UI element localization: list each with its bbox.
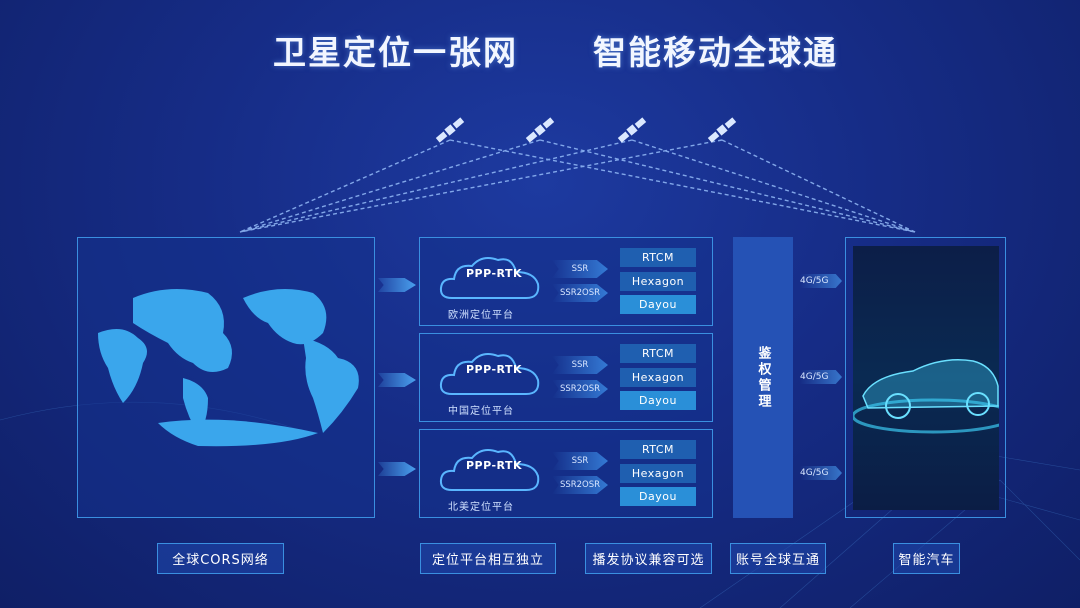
region-label: 欧洲定位平台 — [448, 310, 514, 321]
protocol-hexagon: Hexagon — [620, 464, 696, 483]
world-map-panel — [77, 237, 375, 518]
cloud-icon — [439, 449, 540, 491]
title-right: 智能移动全球通 — [593, 33, 838, 72]
ssr-arrow: SSR — [552, 260, 608, 278]
region-label: 北美定位平台 — [448, 502, 514, 513]
satellite-icon — [707, 117, 737, 143]
flow-arrow-icon — [378, 278, 416, 292]
car-image — [851, 246, 1015, 510]
cloud-label: PPP-RTK — [466, 267, 523, 280]
ssr2osr-arrow: SSR2OSR — [552, 380, 608, 398]
protocol-dayou: Dayou — [620, 487, 696, 506]
flow-arrow-icon — [378, 462, 416, 476]
cloud-icon — [439, 353, 540, 395]
protocol-hexagon: Hexagon — [620, 272, 696, 291]
title-left: 卫星定位一张网 — [273, 33, 518, 72]
platform-north-america: PPP-RTK 北美定位平台 SSR SSR2OSR RTCM Hexagon … — [419, 429, 713, 518]
platform-europe: PPP-RTK 欧洲定位平台 SSR SSR2OSR RTCM Hexagon … — [419, 237, 713, 326]
label-account-global: 账号全球互通 — [730, 543, 826, 574]
ssr2osr-arrow: SSR2OSR — [552, 284, 608, 302]
satellite-icon — [617, 117, 647, 143]
cloud-icon — [439, 257, 540, 299]
protocol-rtcm: RTCM — [620, 440, 696, 459]
network-arrow: 4G/5G — [800, 370, 842, 384]
world-map-icon — [98, 289, 359, 447]
platform-china: PPP-RTK 中国定位平台 SSR SSR2OSR RTCM Hexagon … — [419, 333, 713, 422]
cloud-label: PPP-RTK — [466, 363, 523, 376]
network-arrow: 4G/5G — [800, 466, 842, 480]
label-protocol-compatible: 播发协议兼容可选 — [585, 543, 712, 574]
label-global-cors: 全球CORS网络 — [157, 543, 284, 574]
network-arrow: 4G/5G — [800, 274, 842, 288]
ssr2osr-arrow: SSR2OSR — [552, 476, 608, 494]
protocol-rtcm: RTCM — [620, 344, 696, 363]
label-smart-car: 智能汽车 — [893, 543, 960, 574]
auth-label: 鉴权管理 — [755, 345, 771, 410]
flow-arrow-icon — [378, 373, 416, 387]
car-icon — [851, 359, 1015, 434]
label-independent-platforms: 定位平台相互独立 — [420, 543, 556, 574]
protocol-dayou: Dayou — [620, 391, 696, 410]
ssr-arrow: SSR — [552, 452, 608, 470]
cloud-label: PPP-RTK — [466, 459, 523, 472]
auth-management-column: 鉴权管理 — [733, 237, 793, 518]
protocol-dayou: Dayou — [620, 295, 696, 314]
protocol-rtcm: RTCM — [620, 248, 696, 267]
satellite-icon — [435, 117, 465, 143]
ssr-arrow: SSR — [552, 356, 608, 374]
satellite-icon — [525, 117, 555, 143]
region-label: 中国定位平台 — [448, 406, 514, 417]
protocol-hexagon: Hexagon — [620, 368, 696, 387]
smart-car-panel — [845, 237, 1015, 518]
